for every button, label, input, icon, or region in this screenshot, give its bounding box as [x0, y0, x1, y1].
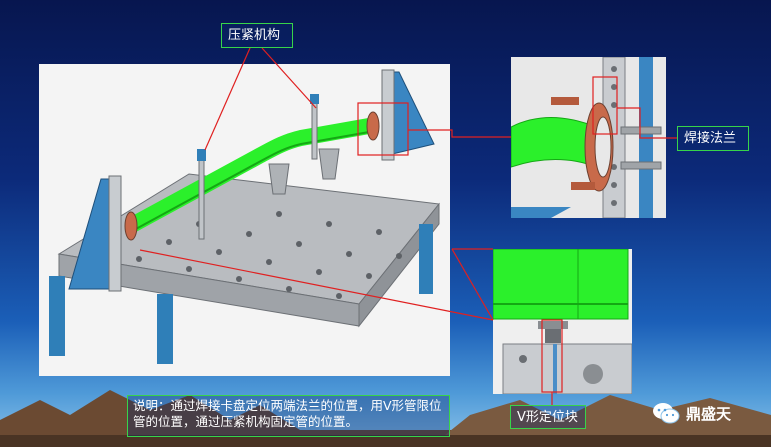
weld-flange-label: 焊接法兰 [677, 126, 749, 151]
brand-name: 鼎盛天 [686, 404, 732, 423]
welding-table-render [39, 64, 450, 376]
brand-watermark: 鼎盛天 [652, 402, 731, 424]
mountain-backdrop [0, 390, 771, 447]
v-block-label: V形定位块 [510, 405, 586, 429]
clamp-mechanism-label: 压紧机构 [221, 23, 293, 48]
description-text: 说明：通过焊接卡盘定位两端法兰的位置，用V形管限位管的位置，通过压紧机构固定管的… [127, 395, 450, 437]
wechat-icon [653, 403, 680, 424]
